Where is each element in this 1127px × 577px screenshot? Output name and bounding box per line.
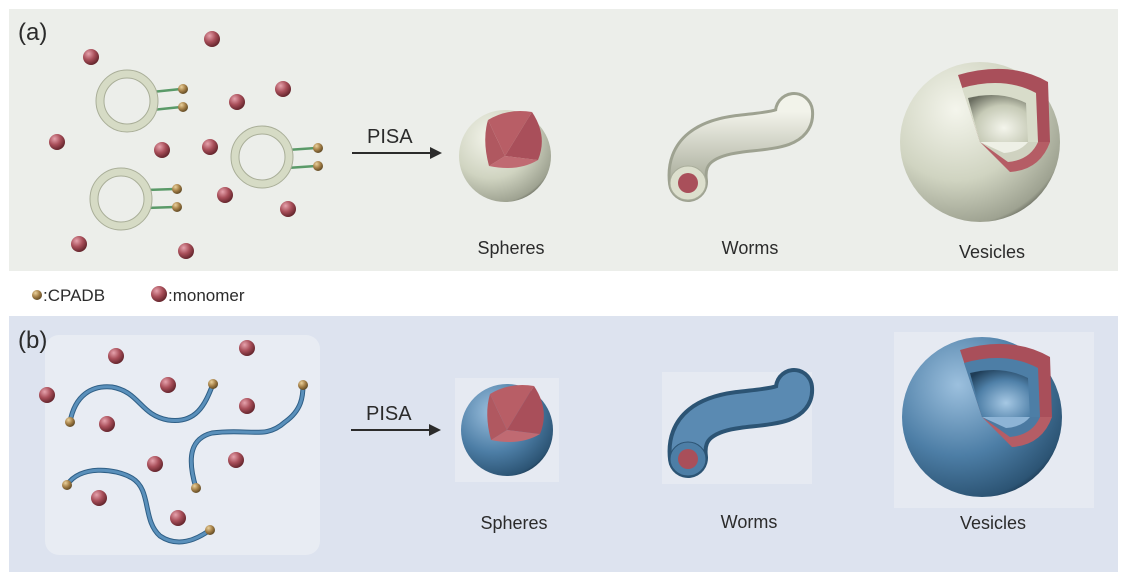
monomer [275, 81, 291, 97]
panel-a-label: (a) [18, 19, 47, 46]
monomer [202, 139, 218, 155]
monomer [229, 94, 245, 110]
monomer [99, 416, 115, 432]
morphology-label-vesicles-a: Vesicles [959, 242, 1025, 262]
cpadb-end [191, 483, 201, 493]
cpadb-end [62, 480, 72, 490]
monomer [160, 377, 176, 393]
cpadb-end [178, 84, 188, 94]
legend: :CPADB :monomer [32, 286, 245, 305]
monomer [239, 340, 255, 356]
monomer [108, 348, 124, 364]
cpadb-end [298, 380, 308, 390]
cpadb-legend-icon [32, 290, 42, 300]
cpadb-end [208, 379, 218, 389]
monomer [154, 142, 170, 158]
monomer [170, 510, 186, 526]
monomer [280, 201, 296, 217]
monomer-legend-icon [151, 286, 167, 302]
cpadb-end [313, 143, 323, 153]
monomer [49, 134, 65, 150]
pisa-label-b: PISA [366, 403, 412, 425]
morphology-label-worms-b: Worms [721, 512, 778, 532]
monomer [228, 452, 244, 468]
monomer [71, 236, 87, 252]
cpadb-end [313, 161, 323, 171]
vesicle-b: Vesicles [894, 332, 1094, 533]
monomer [147, 456, 163, 472]
monomer [204, 31, 220, 47]
pisa-label-a: PISA [367, 126, 413, 148]
monomer [178, 243, 194, 259]
cpadb-end [178, 102, 188, 112]
monomer [83, 49, 99, 65]
cpadb-end [65, 417, 75, 427]
monomer [39, 387, 55, 403]
cpadb-end [172, 202, 182, 212]
panel-b-label: (b) [18, 327, 47, 354]
monomer [91, 490, 107, 506]
morphology-label-spheres-a: Spheres [477, 238, 544, 258]
morphology-label-worms-a: Worms [722, 238, 779, 258]
monomer [239, 398, 255, 414]
cpadb-end [172, 184, 182, 194]
morphology-label-vesicles-b: Vesicles [960, 513, 1026, 533]
legend-monomer-label: :monomer [168, 286, 245, 305]
monomer [217, 187, 233, 203]
legend-cpadb-label: :CPADB [43, 286, 105, 305]
morphology-label-spheres-b: Spheres [480, 513, 547, 533]
cpadb-end [205, 525, 215, 535]
